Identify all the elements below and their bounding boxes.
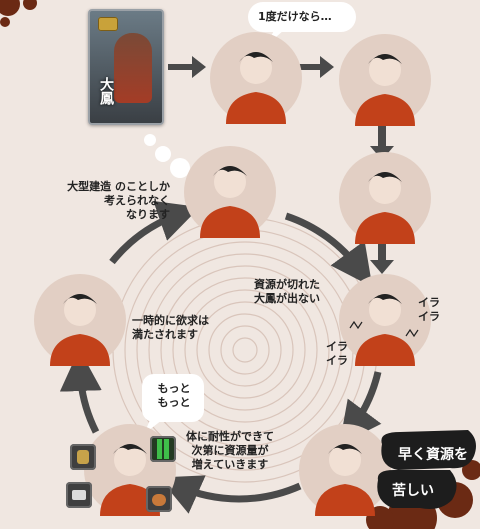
ship-card: 大鳳 (88, 9, 164, 125)
arrow-cycle-left (59, 349, 102, 434)
caption-satisfied-line2: 満たされます (132, 327, 198, 341)
caption-painful: 苦しい (392, 483, 434, 499)
arrow-person3-down (370, 244, 394, 274)
steel-item-icon (66, 482, 92, 508)
cycle-arrows (59, 201, 382, 514)
card-character-figure (114, 33, 152, 103)
person-figure-6 (50, 294, 110, 366)
person-figure-1 (226, 52, 286, 124)
top-arrows (168, 56, 394, 274)
caption-tolerance: 体に耐性ができて 次第に資源量が 増えていきます (186, 430, 274, 471)
caption-hurry-resources: 早く資源を (398, 447, 468, 463)
card-badge-icon (98, 17, 118, 31)
person-figure-4 (200, 166, 260, 238)
caption-irritated-left: イラ イラ (326, 340, 348, 367)
caption-tolerance-line1: 体に耐性ができて (186, 430, 274, 443)
person-figures (50, 52, 415, 516)
fuel-item-icon (70, 444, 96, 470)
thought-bubbles (144, 134, 190, 178)
caption-satisfied-line1: 一時的に欲求は (132, 314, 209, 327)
caption-resources-out: 資源が切れた 大鳳が出ない (254, 278, 320, 306)
caption-tolerance-line3: 増えていきます (191, 457, 269, 471)
person-figure-3 (355, 172, 415, 244)
caption-more-line1: もっと (157, 382, 191, 395)
person-figure-7 (315, 444, 375, 516)
irritation-scribbles (349, 320, 419, 338)
arrow-cycle-top-right (284, 212, 373, 287)
person-figure-8 (100, 444, 160, 516)
person-figure-5 (355, 294, 415, 366)
caption-more-more: もっと もっと (154, 382, 194, 410)
arrow-person1-to-person2 (296, 56, 334, 78)
arrow-card-to-person1 (168, 56, 206, 78)
painful-blob (377, 470, 457, 509)
caption-large-build-line1: 大型建造 のことしか (67, 180, 170, 193)
caption-irritated-right: イラ イラ (418, 296, 440, 323)
label-blobs (377, 430, 476, 509)
arrow-cycle-bottom (158, 475, 302, 514)
caption-tolerance-line2: 次第に資源量が (191, 443, 269, 457)
caption-satisfied: 一時的に欲求は 満たされます (132, 314, 209, 342)
bauxite-item-icon (146, 486, 172, 512)
card-name: 大鳳 (98, 77, 114, 105)
caption-large-build-line2: 考えられなく (104, 193, 170, 207)
caption-resources-out-line2: 大鳳が出ない (254, 291, 320, 305)
caption-large-build-line3: なります (126, 207, 170, 221)
arrow-cycle-top-left (109, 201, 200, 265)
caption-large-build: 大型建造 のことしか 考えられなく なります (50, 180, 170, 221)
caption-resources-out-line1: 資源が切れた (254, 278, 320, 291)
person-figure-2 (355, 54, 415, 126)
arrow-cycle-right (339, 371, 382, 445)
ammo-item-icon (150, 436, 176, 462)
arrow-person2-down (370, 126, 394, 160)
caption-one-time: 1度だけなら… (258, 10, 332, 23)
caption-more-line2: もっと (157, 395, 191, 409)
hurry-blob (381, 430, 476, 470)
